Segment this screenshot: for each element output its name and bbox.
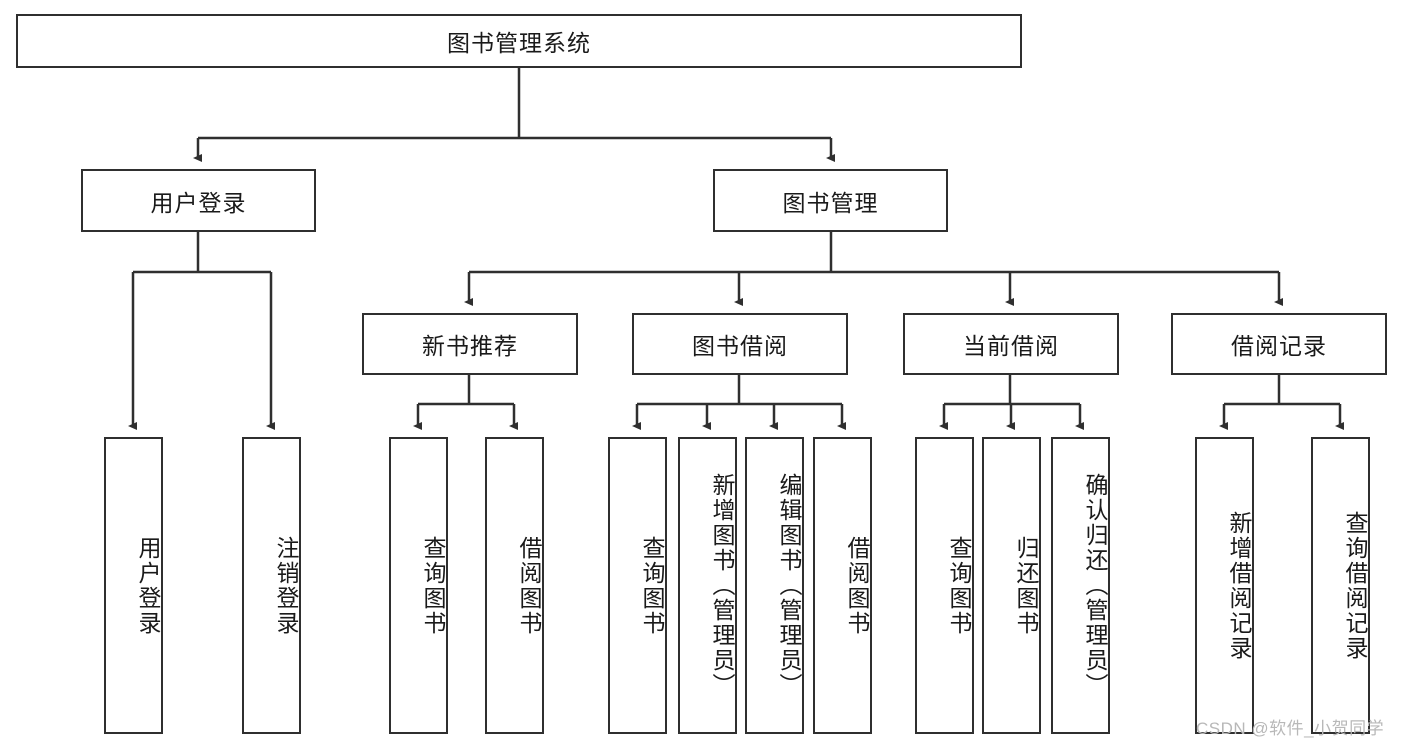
node-new-book-recommend[interactable]: 新书推荐 xyxy=(362,313,578,375)
node-label: 确认归还（管理员） xyxy=(1082,473,1108,698)
leaf-borrow-record-query-record[interactable]: 查询借阅记录 xyxy=(1311,437,1370,734)
node-label: 查询图书 xyxy=(639,535,665,636)
node-borrow-record[interactable]: 借阅记录 xyxy=(1171,313,1387,375)
leaf-user-login-logout[interactable]: 注销登录 xyxy=(242,437,301,734)
leaf-book-borrow-borrow-book[interactable]: 借阅图书 xyxy=(813,437,872,734)
leaf-book-borrow-edit-book-admin[interactable]: 编辑图书（管理员） xyxy=(745,437,804,734)
node-label: 归还图书 xyxy=(1013,535,1039,636)
node-book-borrow[interactable]: 图书借阅 xyxy=(632,313,848,375)
node-label: 新增图书（管理员） xyxy=(709,473,735,698)
node-label: 查询图书 xyxy=(946,535,972,636)
node-label: 图书借阅 xyxy=(692,333,788,359)
leaf-new-book-query-book[interactable]: 查询图书 xyxy=(389,437,448,734)
node-label: 新书推荐 xyxy=(422,333,518,359)
leaf-new-book-borrow-book[interactable]: 借阅图书 xyxy=(485,437,544,734)
leaf-book-borrow-query-book[interactable]: 查询图书 xyxy=(608,437,667,734)
node-label: 用户登录 xyxy=(135,535,161,636)
node-label: 用户登录 xyxy=(150,189,247,216)
watermark-text: CSDN @软件_小贺同学 xyxy=(1196,719,1385,738)
node-root-book-management-system[interactable]: 图书管理系统 xyxy=(16,14,1022,68)
leaf-current-borrow-confirm-return-admin[interactable]: 确认归还（管理员） xyxy=(1051,437,1110,734)
leaf-book-borrow-add-book-admin[interactable]: 新增图书（管理员） xyxy=(678,437,737,734)
leaf-current-borrow-return-book[interactable]: 归还图书 xyxy=(982,437,1041,734)
node-label: 借阅图书 xyxy=(844,535,870,636)
node-label: 编辑图书（管理员） xyxy=(776,473,802,698)
leaf-borrow-record-add-record[interactable]: 新增借阅记录 xyxy=(1195,437,1254,734)
node-label: 查询借阅记录 xyxy=(1342,510,1368,661)
node-label: 借阅记录 xyxy=(1231,333,1327,359)
leaf-current-borrow-query-book[interactable]: 查询图书 xyxy=(915,437,974,734)
node-book-management[interactable]: 图书管理 xyxy=(713,169,948,232)
node-label: 借阅图书 xyxy=(516,535,542,636)
node-label: 图书管理系统 xyxy=(447,30,591,56)
node-label: 当前借阅 xyxy=(963,333,1059,359)
node-label: 图书管理 xyxy=(782,189,879,216)
node-user-login[interactable]: 用户登录 xyxy=(81,169,316,232)
node-label: 新增借阅记录 xyxy=(1226,510,1252,661)
node-label: 查询图书 xyxy=(420,535,446,636)
leaf-user-login-login[interactable]: 用户登录 xyxy=(104,437,163,734)
node-current-borrow[interactable]: 当前借阅 xyxy=(903,313,1119,375)
node-label: 注销登录 xyxy=(273,535,299,636)
